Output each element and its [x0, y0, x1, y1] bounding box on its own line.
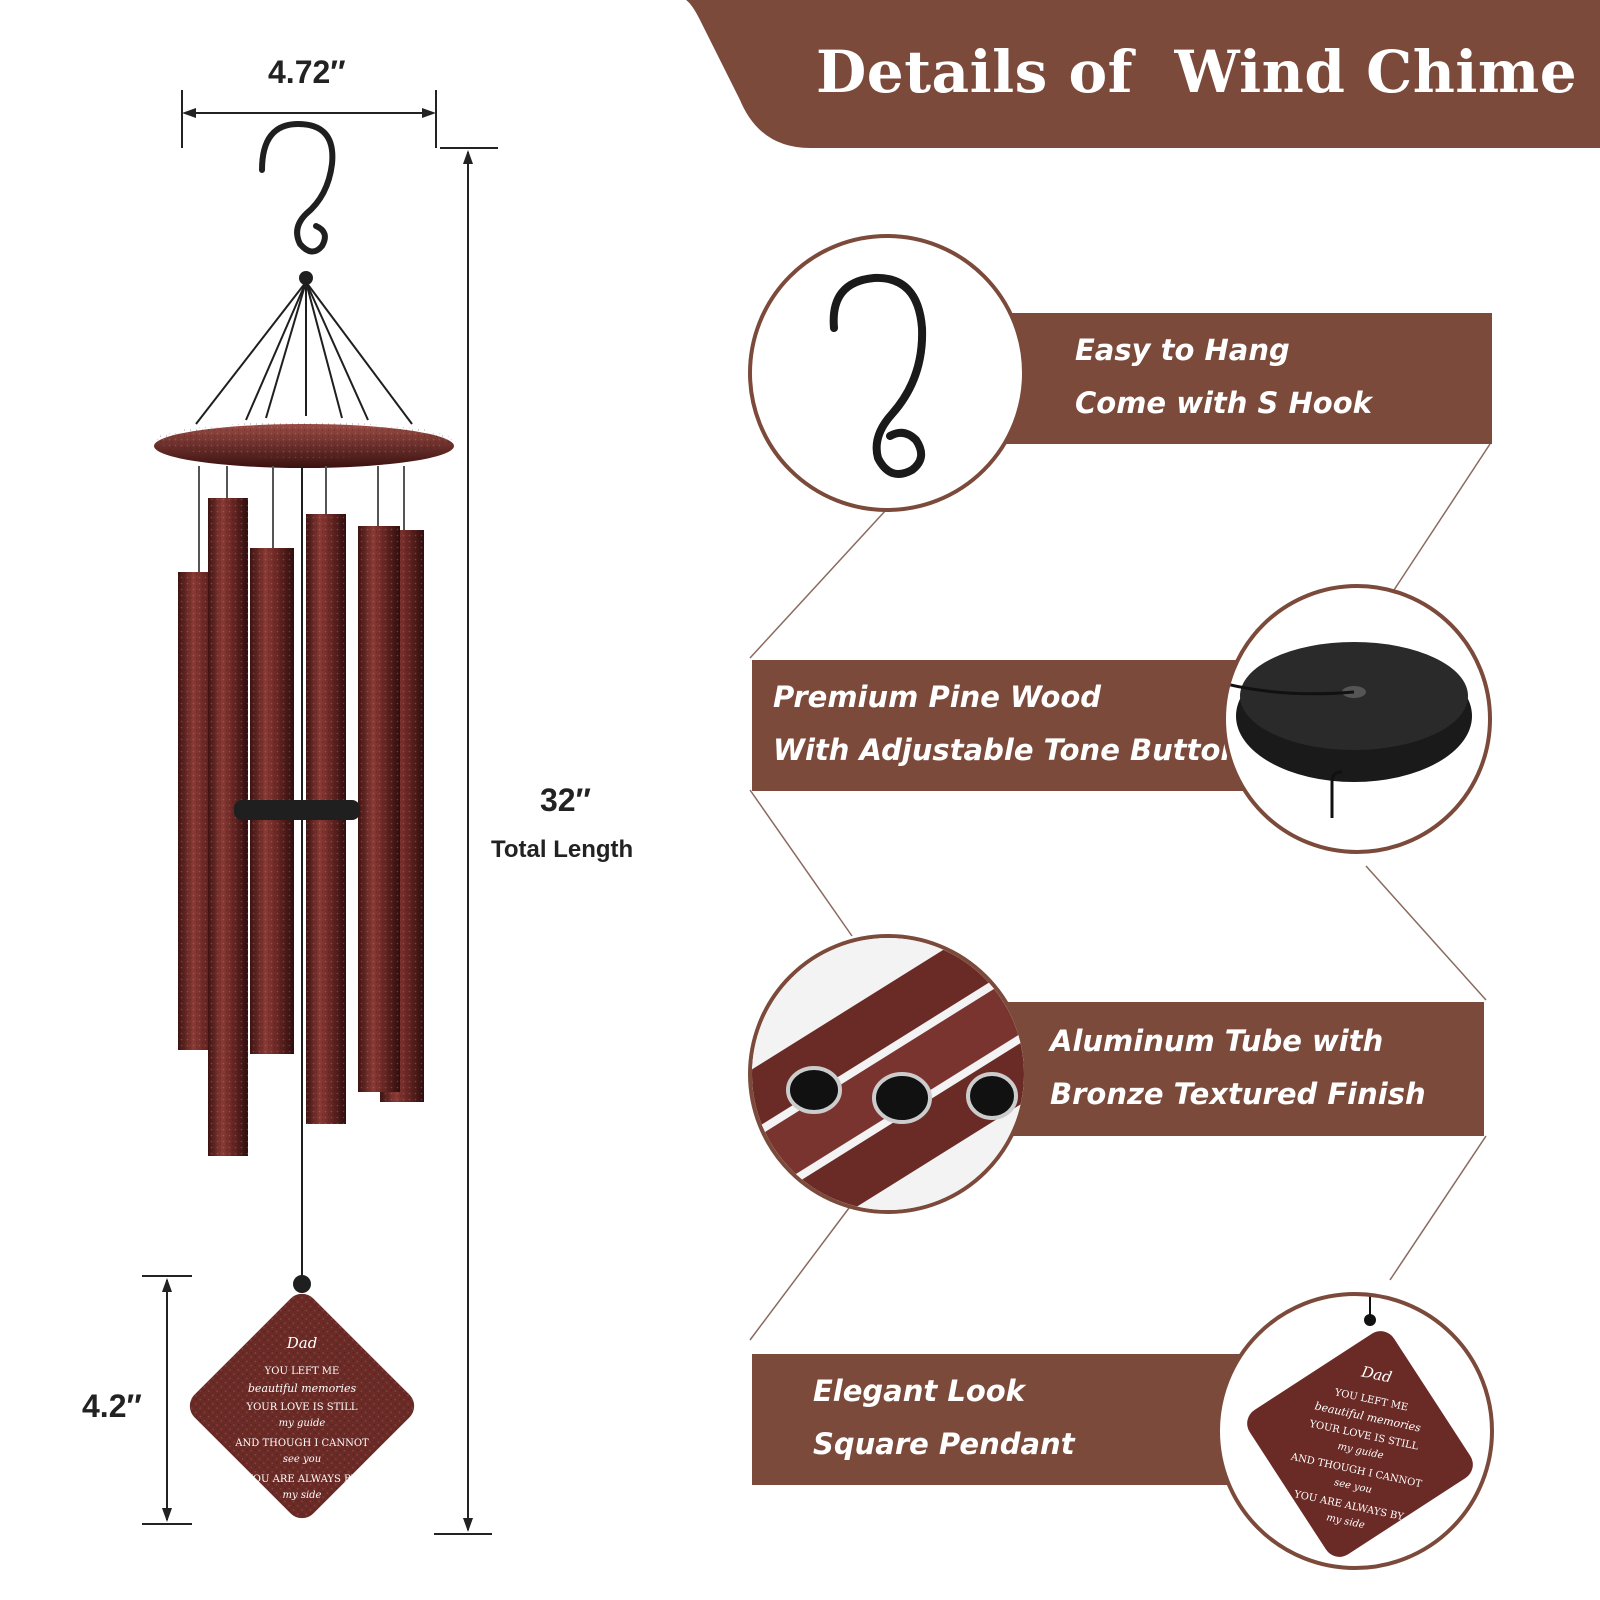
feature-line: Square Pendant	[813, 1427, 1075, 1461]
page-title: Details of Wind Chime	[816, 38, 1578, 106]
feature-band-tubes	[998, 1002, 1484, 1136]
feature-line: Premium Pine Wood	[773, 680, 1102, 714]
s-hook	[259, 120, 336, 255]
pendant-title: Dad	[286, 1334, 318, 1352]
pendant-line: beautiful memories	[248, 1382, 357, 1395]
pendant-line: my side	[283, 1490, 322, 1501]
feature-line: Elegant Look	[813, 1374, 1025, 1408]
length-caption: Total Length	[491, 836, 634, 863]
feature-wood-text: Premium Pine Wood With Adjustable Tone B…	[773, 671, 1241, 777]
feature-line: Aluminum Tube with	[1050, 1024, 1384, 1058]
feature-line: Come with S Hook	[1075, 386, 1372, 420]
s-hook-icon	[748, 234, 1026, 512]
wind-chime-illustration: Dad YOU LEFT ME beautiful memories YOUR …	[142, 90, 498, 1535]
pendant-dimension-line	[142, 1275, 192, 1525]
feature-pendant-text: Elegant Look Square Pendant	[813, 1365, 1075, 1471]
pendant-line: YOUR LOVE IS STILL	[245, 1402, 357, 1413]
pendant-line: YOU ARE ALWAYS BY	[245, 1474, 358, 1485]
feature-line: With Adjustable Tone Button	[773, 733, 1242, 767]
pendant-line: see you	[283, 1454, 321, 1465]
length-dimension-line	[434, 147, 498, 1535]
width-label: 4.72″	[268, 54, 346, 90]
feature-line: Easy to Hang	[1075, 333, 1290, 367]
feature-band-hook	[998, 313, 1492, 444]
feature-band-pendant	[752, 1354, 1256, 1485]
width-dimension-line	[181, 90, 437, 148]
wood-disc-icon	[1222, 584, 1492, 854]
pendant-icon: Dad YOU LEFT ME beautiful memories YOUR …	[1216, 1292, 1494, 1570]
feature-band-wood	[752, 660, 1254, 791]
pendant-line: my guide	[279, 1418, 326, 1429]
header-band	[686, 0, 1600, 148]
feature-tubes-text: Aluminum Tube with Bronze Textured Finis…	[1050, 1015, 1426, 1121]
pendant-height-label: 4.2″	[82, 1388, 142, 1424]
feature-line: Bronze Textured Finish	[1050, 1077, 1426, 1111]
chime-tubes	[178, 498, 424, 1156]
connector-lines	[749, 443, 1491, 1341]
length-label: 32″	[540, 782, 591, 818]
pendant-line: AND THOUGH I CANNOT	[234, 1438, 369, 1449]
pendant-line: YOU LEFT ME	[264, 1366, 340, 1377]
feature-hook-text: Easy to Hang Come with S Hook	[1075, 324, 1372, 430]
pendant	[189, 1293, 415, 1519]
tubes-icon	[748, 934, 1028, 1214]
